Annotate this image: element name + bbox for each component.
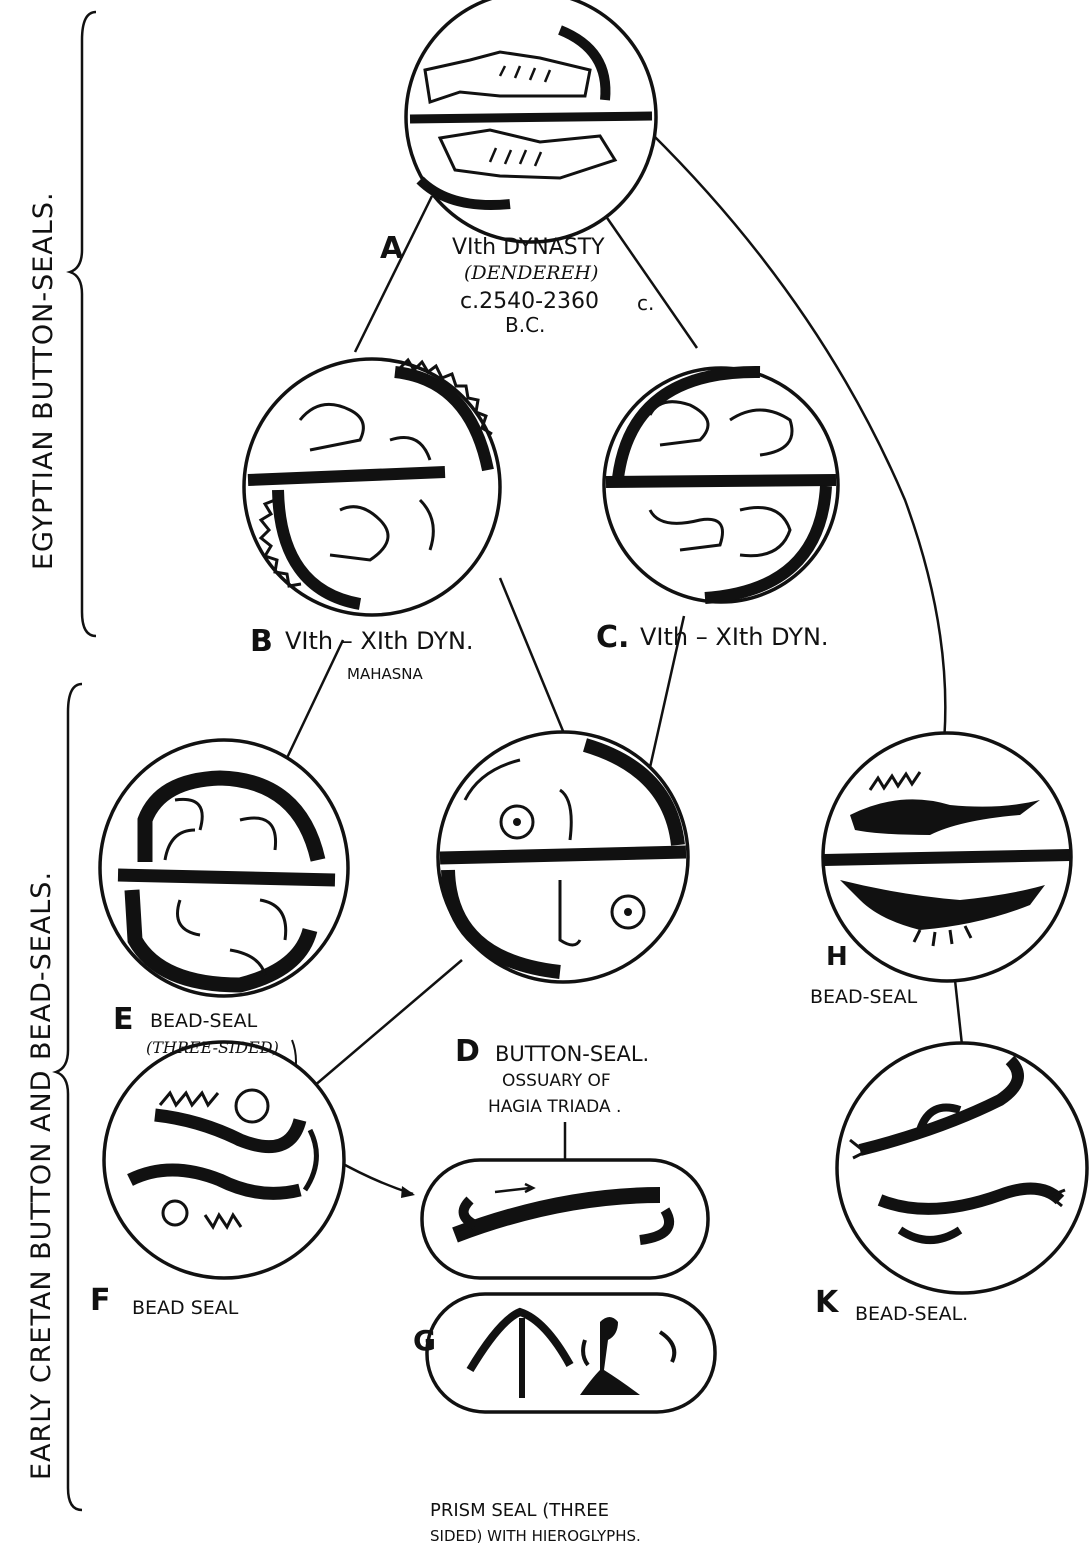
seal-a-extra: c. [637, 291, 654, 315]
seal-g-line2: SIDED) WITH HIEROGLYPHS. [430, 1527, 641, 1545]
seal-g-line1: PRISM SEAL (THREE [430, 1500, 609, 1521]
seal-b [244, 359, 500, 615]
seal-b-letter: B [250, 624, 273, 659]
seal-b-line1: VIth – XIth DYN. [285, 627, 474, 655]
seal-d [438, 732, 688, 982]
seal-a-line4: B.C. [505, 313, 545, 337]
seal-k [837, 1043, 1087, 1293]
seal-f-letter: F [90, 1283, 111, 1318]
seal-h-line1: BEAD-SEAL [810, 986, 918, 1008]
seal-e [100, 740, 348, 996]
seal-d-line3: HAGIA TRIADA . [488, 1097, 621, 1117]
seal-d-letter: D [455, 1034, 480, 1069]
seal-d-line2: OSSUARY OF [502, 1071, 611, 1091]
seal-k-letter: K [815, 1285, 840, 1320]
egyptian-side-label: EGYPTIAN BUTTON-SEALS. [28, 191, 59, 570]
seal-g-letter: G [413, 1324, 436, 1357]
seal-c-letter: C. [596, 620, 629, 655]
cretan-bracket [56, 684, 82, 1510]
seal-a-line3: c.2540-2360 [460, 289, 599, 314]
arrow-head [401, 1186, 415, 1198]
egyptian-bracket [70, 12, 96, 636]
connector-lines [286, 132, 962, 1194]
seal-f [104, 1042, 344, 1278]
seal-h [823, 733, 1071, 981]
seal-e-line2: (THREE-SIDED) [146, 1038, 279, 1057]
seal-g-lower [427, 1294, 715, 1412]
seal-e-letter: E [113, 1002, 134, 1037]
cretan-side-label: EARLY CRETAN BUTTON AND BEAD-SEALS. [26, 871, 57, 1480]
seal-g-upper [422, 1160, 708, 1278]
seal-h-letter: H [826, 942, 848, 972]
seal-d-line1: BUTTON-SEAL. [495, 1042, 649, 1066]
seal-f-line1: BEAD SEAL [132, 1297, 239, 1319]
seal-a [406, 0, 656, 242]
seal-c [604, 368, 838, 602]
seal-b-line2: MAHASNA [347, 665, 423, 683]
seal-e-line1: BEAD-SEAL [150, 1010, 258, 1032]
seal-k-line1: BEAD-SEAL. [855, 1303, 968, 1325]
seal-c-line1: VIth – XIth DYN. [640, 623, 829, 651]
seal-a-line2: (DENDEREH) [464, 262, 598, 284]
seal-a-line1: VIth DYNASTY [452, 235, 605, 260]
seal-a-letter: A [380, 231, 404, 266]
